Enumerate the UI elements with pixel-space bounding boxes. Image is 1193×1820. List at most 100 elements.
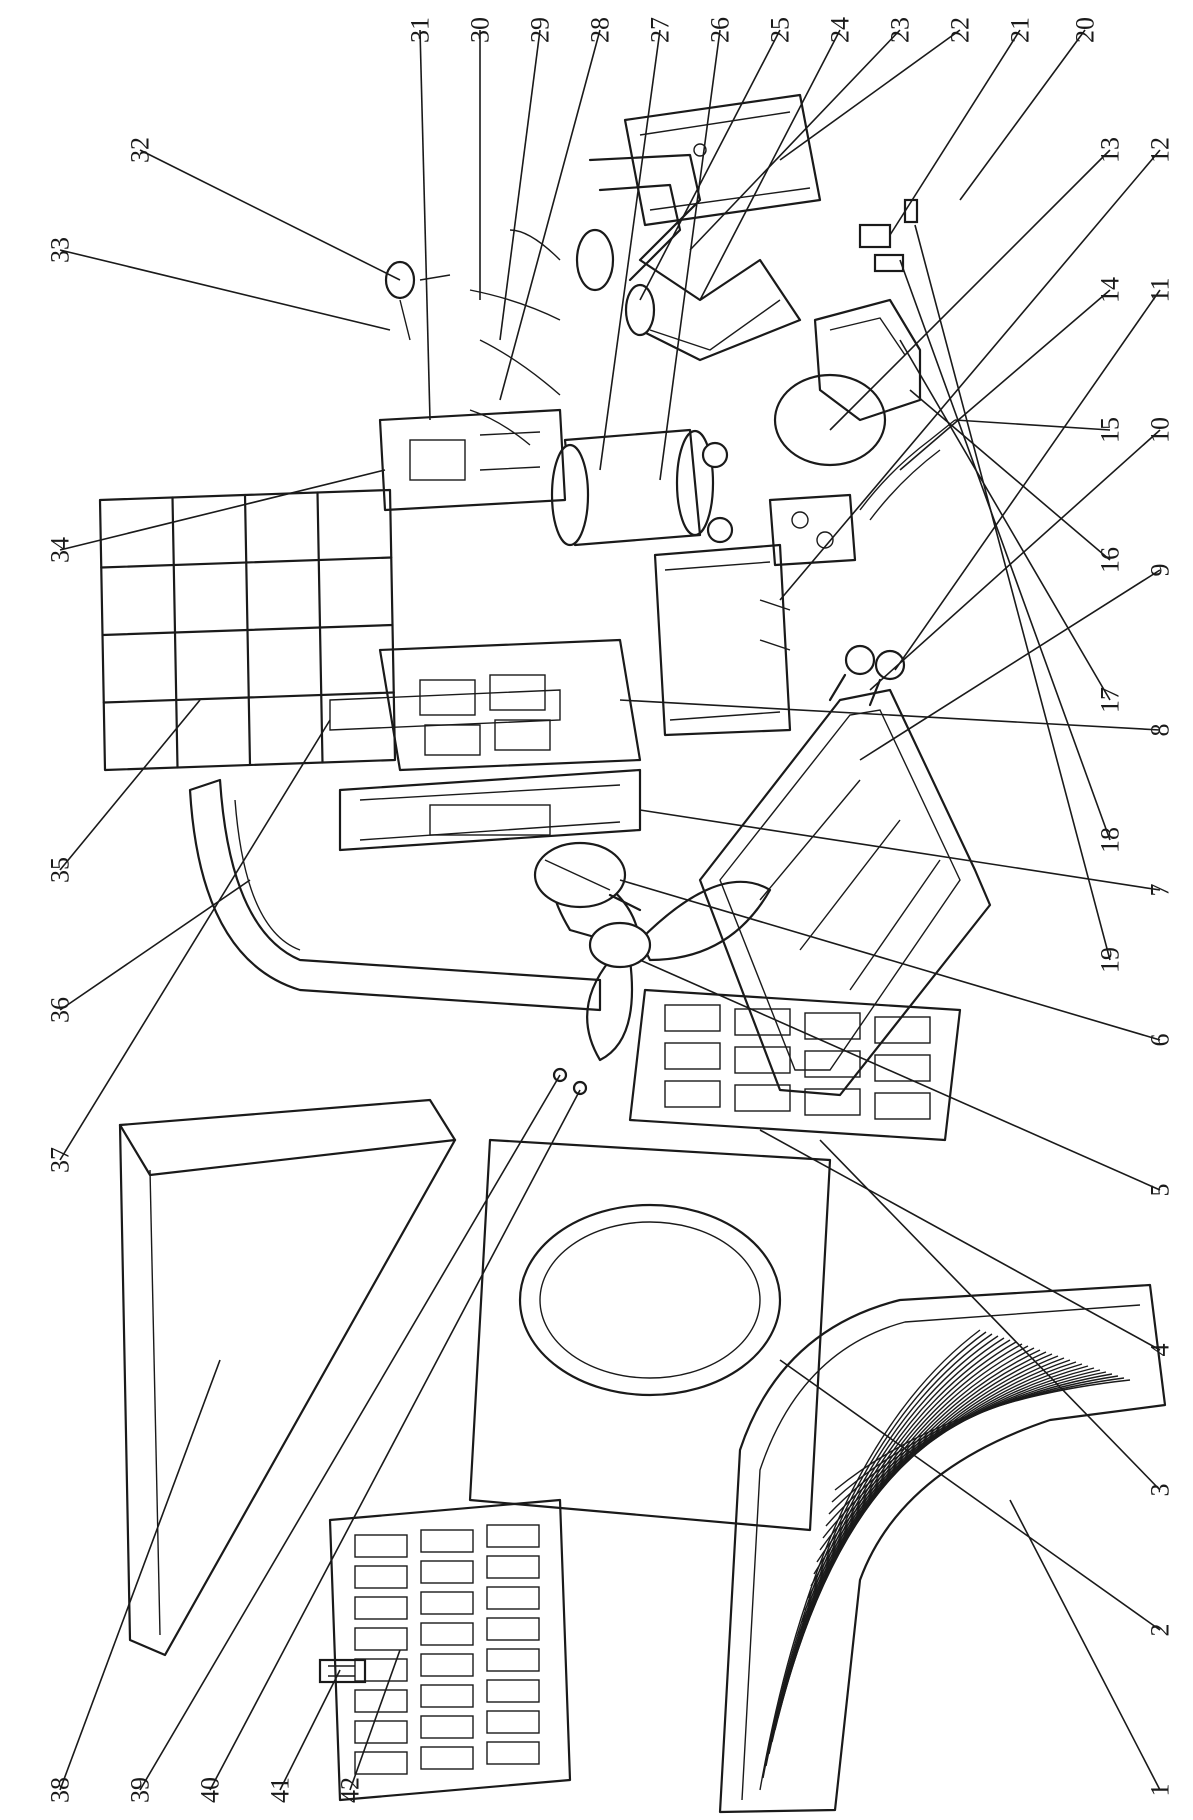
callout-number-38: 38 bbox=[46, 1777, 75, 1803]
callout-number-32: 32 bbox=[126, 137, 155, 163]
callout-number-31: 31 bbox=[406, 17, 435, 43]
callout-17: 17 bbox=[899, 339, 1125, 713]
callout-number-36: 36 bbox=[46, 997, 75, 1023]
leader-line-12 bbox=[779, 149, 1161, 601]
leader-line-22 bbox=[779, 29, 961, 161]
callout-1: 1 bbox=[1009, 1499, 1175, 1797]
callout-number-21: 21 bbox=[1006, 17, 1035, 43]
callout-42: 42 bbox=[336, 1649, 401, 1803]
callout-27: 27 bbox=[599, 17, 675, 471]
leader-line-32 bbox=[139, 149, 401, 281]
callout-32: 32 bbox=[126, 137, 401, 281]
leader-line-18 bbox=[899, 259, 1111, 841]
callout-40: 40 bbox=[196, 1089, 581, 1803]
leader-line-13 bbox=[829, 149, 1111, 431]
leader-line-23 bbox=[689, 29, 901, 251]
callout-11: 11 bbox=[894, 277, 1175, 671]
reactor bbox=[773, 373, 887, 467]
leader-line-8 bbox=[619, 699, 1161, 731]
leader-line-26 bbox=[659, 29, 721, 481]
callout-2: 2 bbox=[779, 1359, 1175, 1637]
callout-30: 30 bbox=[466, 17, 495, 300]
leader-line-6 bbox=[619, 879, 1161, 1041]
leader-line-25 bbox=[639, 29, 781, 301]
base-tray bbox=[698, 688, 992, 1097]
callout-number-11: 11 bbox=[1146, 277, 1175, 302]
callout-number-17: 17 bbox=[1096, 687, 1125, 713]
leader-line-24 bbox=[699, 29, 841, 301]
callout-number-8: 8 bbox=[1146, 724, 1175, 737]
callout-number-39: 39 bbox=[126, 1777, 155, 1803]
callout-number-42: 42 bbox=[336, 1777, 365, 1803]
leader-line-1 bbox=[1009, 1499, 1161, 1791]
callout-31: 31 bbox=[406, 17, 435, 421]
callout-15: 15 bbox=[954, 417, 1125, 443]
right-side-grille bbox=[628, 988, 962, 1142]
terminal-block-plate bbox=[768, 493, 857, 567]
callout-37: 37 bbox=[46, 719, 331, 1173]
valve-support-bracket bbox=[813, 298, 922, 422]
motor-bracket bbox=[338, 768, 642, 852]
callout-number-7: 7 bbox=[1146, 884, 1175, 897]
callout-23: 23 bbox=[689, 17, 915, 251]
callout-21: 21 bbox=[889, 17, 1035, 236]
callout-number-2: 2 bbox=[1146, 1624, 1175, 1637]
electric-control-box bbox=[653, 543, 792, 737]
leader-line-29 bbox=[499, 29, 541, 341]
callout-8: 8 bbox=[619, 699, 1175, 737]
callout-25: 25 bbox=[639, 17, 795, 301]
leader-line-28 bbox=[499, 29, 601, 401]
leader-line-3 bbox=[819, 1139, 1161, 1491]
callout-3: 3 bbox=[819, 1139, 1175, 1497]
callout-number-29: 29 bbox=[526, 17, 555, 43]
callout-22: 22 bbox=[779, 17, 975, 161]
callout-number-30: 30 bbox=[466, 17, 495, 43]
leader-line-40 bbox=[209, 1089, 581, 1791]
leader-line-15 bbox=[954, 419, 1111, 431]
leader-line-19 bbox=[914, 224, 1111, 961]
leader-line-37 bbox=[59, 719, 331, 1161]
callout-19: 19 bbox=[914, 224, 1125, 973]
leader-line-20 bbox=[959, 29, 1086, 201]
callout-number-23: 23 bbox=[886, 17, 915, 43]
leader-line-21 bbox=[889, 29, 1021, 236]
callout-number-35: 35 bbox=[46, 857, 75, 883]
leader-line-11 bbox=[894, 289, 1161, 671]
callout-18: 18 bbox=[899, 259, 1125, 853]
callout-number-13: 13 bbox=[1096, 137, 1125, 163]
callout-12: 12 bbox=[779, 137, 1175, 601]
callout-24: 24 bbox=[699, 17, 855, 301]
callout-number-25: 25 bbox=[766, 17, 795, 43]
leader-line-7 bbox=[639, 809, 1161, 891]
leader-line-17 bbox=[899, 339, 1111, 701]
callout-number-5: 5 bbox=[1146, 1184, 1175, 1197]
callout-13: 13 bbox=[829, 137, 1125, 431]
callout-number-40: 40 bbox=[196, 1777, 225, 1803]
callout-6: 6 bbox=[619, 879, 1175, 1047]
front-grille-panel bbox=[718, 1283, 1167, 1814]
small-terminals bbox=[858, 198, 919, 273]
callout-number-3: 3 bbox=[1146, 1484, 1175, 1497]
callout-number-34: 34 bbox=[46, 537, 75, 563]
callout-number-14: 14 bbox=[1096, 277, 1125, 303]
callout-number-28: 28 bbox=[586, 17, 615, 43]
leader-line-31 bbox=[419, 29, 431, 421]
leader-line-14 bbox=[899, 289, 1111, 471]
leader-line-35 bbox=[59, 699, 201, 871]
callout-38: 38 bbox=[46, 1359, 221, 1803]
callout-26: 26 bbox=[659, 17, 735, 481]
callout-33: 33 bbox=[46, 237, 391, 331]
wire-harness bbox=[859, 419, 956, 521]
callout-number-18: 18 bbox=[1096, 827, 1125, 853]
leader-line-41 bbox=[279, 1669, 341, 1791]
callout-number-19: 19 bbox=[1096, 947, 1125, 973]
callout-number-24: 24 bbox=[826, 17, 855, 43]
leader-line-42 bbox=[349, 1649, 401, 1791]
callout-5: 5 bbox=[639, 959, 1175, 1197]
small-cover-plate bbox=[318, 1658, 367, 1684]
leader-line-10 bbox=[869, 429, 1161, 691]
leader-line-38 bbox=[59, 1359, 221, 1791]
piping-assembly bbox=[575, 153, 802, 362]
callout-29: 29 bbox=[499, 17, 555, 341]
callout-20: 20 bbox=[959, 17, 1100, 201]
